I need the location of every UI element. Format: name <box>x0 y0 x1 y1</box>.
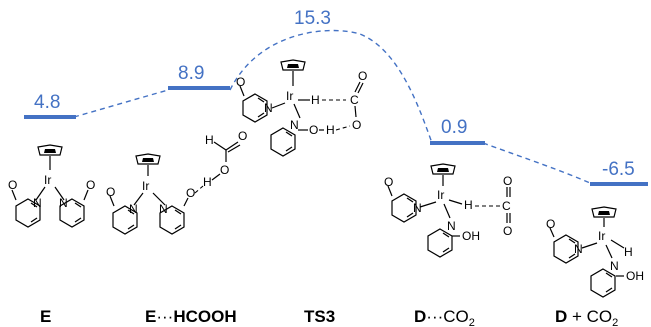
svg-text:O: O <box>503 224 512 238</box>
svg-text:N: N <box>447 219 456 233</box>
label-ehcooh: E···HCOOH <box>145 307 237 326</box>
svg-text:H: H <box>624 245 633 259</box>
svg-text:O: O <box>86 178 95 192</box>
structure-dco2: Ir N N O OH H C O O <box>384 163 512 258</box>
structure-e: Ir N N O O <box>8 144 95 228</box>
structure-dplus: Ir H N N O OH <box>546 206 644 298</box>
svg-text:H: H <box>205 133 214 147</box>
svg-text:O: O <box>384 175 393 189</box>
label-e: E <box>40 307 51 326</box>
energy-value-ts3: 15.3 <box>294 8 331 29</box>
svg-text:O: O <box>238 129 247 143</box>
svg-text:O: O <box>503 174 512 188</box>
svg-text:C: C <box>350 93 359 107</box>
label-ts3: TS3 <box>304 307 335 326</box>
energy-value-dco2: 0.9 <box>441 117 467 138</box>
svg-text:OH: OH <box>626 269 644 283</box>
svg-text:Ir: Ir <box>437 188 444 202</box>
connector-ehcooh-to-ts3 <box>229 29 433 144</box>
svg-text:N: N <box>610 259 619 273</box>
svg-text:O: O <box>546 217 555 231</box>
svg-text:O: O <box>309 123 318 137</box>
svg-text:O: O <box>186 186 195 200</box>
svg-text:N: N <box>413 201 422 215</box>
svg-text:Ir: Ir <box>44 173 51 187</box>
svg-text:O: O <box>220 163 229 177</box>
energy-value-ehcooh: 8.9 <box>178 63 204 84</box>
svg-text:Ir: Ir <box>598 229 605 243</box>
svg-text:N: N <box>129 202 138 216</box>
connector-e-to-ehcooh <box>73 89 169 118</box>
svg-text:N: N <box>574 242 583 256</box>
label-dco2: D···CO2 <box>414 307 475 327</box>
svg-text:O: O <box>8 178 17 192</box>
svg-text:N: N <box>290 118 299 132</box>
svg-text:O: O <box>352 118 361 132</box>
structure-ehcooh: Ir N N O O H O H O <box>106 129 247 235</box>
structure-ts3: Ir N N O O H H C O O <box>236 59 367 157</box>
svg-text:N: N <box>59 196 68 210</box>
svg-text:H: H <box>326 123 335 137</box>
svg-text:N: N <box>33 196 42 210</box>
svg-text:OH: OH <box>462 229 480 243</box>
svg-text:H: H <box>464 198 473 212</box>
svg-text:H: H <box>311 93 320 107</box>
label-dplus: D + CO2 <box>555 307 618 327</box>
svg-text:Ir: Ir <box>142 179 149 193</box>
svg-text:C: C <box>502 199 511 213</box>
svg-text:O: O <box>236 75 245 89</box>
energy-value-dplus: -6.5 <box>602 159 635 180</box>
svg-text:H: H <box>203 175 212 189</box>
svg-text:Ir: Ir <box>286 89 293 103</box>
energy-value-e: 4.8 <box>34 92 60 113</box>
svg-text:O: O <box>358 69 367 83</box>
svg-text:N: N <box>264 101 273 115</box>
svg-text:N: N <box>159 202 168 216</box>
connector-dco2-to-dplus <box>482 142 591 184</box>
svg-text:O: O <box>106 185 115 199</box>
